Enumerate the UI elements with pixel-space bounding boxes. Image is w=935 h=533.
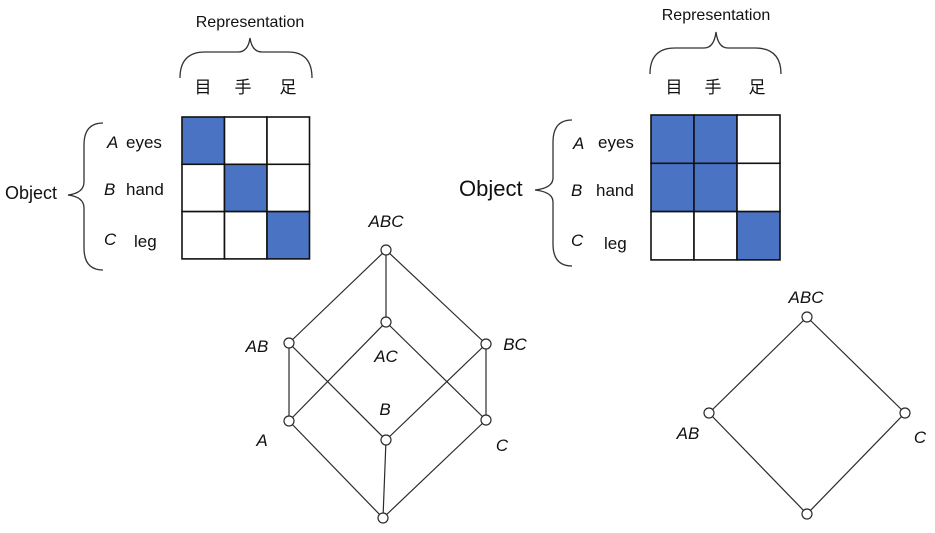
right-matrix-cell-c2-empty	[693, 210, 738, 261]
right-column-label-eye: 目	[666, 78, 683, 98]
left-node-bottom	[377, 512, 389, 524]
right-matrix-cell-a2-filled	[693, 114, 738, 165]
right-representation-brace	[649, 31, 782, 75]
left-node-label-ab: AB	[245, 337, 269, 356]
left-node-label-b: B	[379, 400, 390, 419]
right-matrix-cell-a1-filled	[650, 114, 695, 165]
right-node-bottom	[801, 508, 813, 520]
left-edge-abc-ab	[288, 249, 387, 344]
left-edge-a-bottom	[288, 420, 384, 519]
left-matrix-cell-a1-filled	[181, 116, 226, 166]
left-row-letter-c: C	[104, 230, 117, 249]
right-matrix-cell-b2-filled	[693, 162, 738, 213]
left-row-letter-a: A	[106, 133, 118, 152]
left-node-label-c: C	[496, 436, 509, 455]
right-row-name-leg: leg	[604, 234, 627, 253]
right-edge-ab-bottom	[708, 412, 808, 515]
left-matrix-cell-c3-filled	[266, 210, 311, 260]
left-incidence-matrix	[181, 116, 311, 260]
left-column-label-hand: 手	[235, 78, 252, 98]
right-row-letter-b: B	[571, 181, 582, 200]
left-concept-lattice: ABC AB AC BC A B C	[245, 212, 528, 524]
left-matrix-cell-b2-filled	[223, 163, 268, 213]
right-node-label-abc: ABC	[788, 288, 825, 307]
left-representation-label: Representation	[196, 14, 305, 31]
right-row-name-eyes: eyes	[598, 133, 634, 152]
left-edge-b-bottom	[382, 439, 387, 519]
right-representation-label: Representation	[662, 7, 771, 24]
right-column-label-hand: 手	[705, 78, 722, 98]
right-edge-c-bottom	[806, 412, 906, 515]
left-object-brace	[67, 122, 104, 271]
right-matrix-cell-c3-filled	[736, 210, 781, 261]
right-node-label-ab: AB	[676, 424, 700, 443]
left-node-b	[380, 434, 392, 446]
right-row-letter-a: A	[572, 134, 584, 153]
right-node-abc	[801, 311, 813, 323]
left-row-name-hand: hand	[126, 180, 164, 199]
left-node-label-abc: ABC	[368, 212, 405, 231]
right-edge-abc-ab	[708, 316, 808, 414]
left-edge-ac-c	[385, 321, 487, 421]
right-node-ab	[703, 407, 715, 419]
right-node-c	[899, 407, 911, 419]
right-panel: Representation 目 手 足 Object A eyes B han…	[459, 7, 927, 520]
right-node-label-c: C	[914, 428, 927, 447]
left-matrix-cell-c1-empty	[181, 210, 226, 260]
right-matrix-cell-c1-empty	[650, 210, 695, 261]
left-row-name-eyes: eyes	[126, 133, 162, 152]
left-row-letter-b: B	[104, 180, 115, 199]
right-matrix-cell-a3-empty	[736, 114, 781, 165]
left-node-label-a: A	[255, 431, 267, 450]
left-column-label-foot: 足	[280, 78, 297, 98]
left-matrix-cell-a2-empty	[223, 116, 268, 166]
left-node-ab	[283, 337, 295, 349]
right-matrix-cell-b3-empty	[736, 162, 781, 213]
left-matrix-cell-b3-empty	[266, 163, 311, 213]
left-object-label: Object	[5, 183, 57, 203]
left-representation-brace	[179, 37, 313, 79]
left-matrix-cell-a3-empty	[266, 116, 311, 166]
left-column-label-eye: 目	[195, 78, 212, 98]
left-edge-ab-b	[288, 342, 387, 441]
left-matrix-cell-c2-empty	[223, 210, 268, 260]
left-node-abc	[380, 244, 392, 256]
left-matrix-cell-b1-empty	[181, 163, 226, 213]
left-node-c	[480, 414, 492, 426]
right-object-brace	[534, 119, 573, 267]
left-node-a	[283, 415, 295, 427]
left-node-label-bc: BC	[503, 335, 527, 354]
left-edge-abc-bc	[385, 249, 487, 345]
right-row-name-hand: hand	[596, 181, 634, 200]
left-edge-c-bottom	[382, 419, 487, 519]
right-object-label: Object	[459, 176, 523, 201]
right-matrix-cell-b1-filled	[650, 162, 695, 213]
right-column-label-foot: 足	[749, 78, 766, 98]
right-incidence-matrix	[650, 114, 781, 261]
left-row-name-leg: leg	[134, 232, 157, 251]
left-node-bc	[480, 338, 492, 350]
left-node-ac	[380, 316, 392, 328]
left-panel: Representation 目 手 足 Object A eyes B han…	[5, 14, 528, 524]
left-edge-bc-b	[385, 343, 487, 441]
right-concept-lattice: ABC AB C	[676, 288, 927, 520]
left-node-label-ac: AC	[373, 347, 398, 366]
right-row-letter-c: C	[571, 231, 584, 250]
right-edge-abc-c	[806, 316, 906, 414]
left-edge-ac-a	[288, 321, 387, 422]
